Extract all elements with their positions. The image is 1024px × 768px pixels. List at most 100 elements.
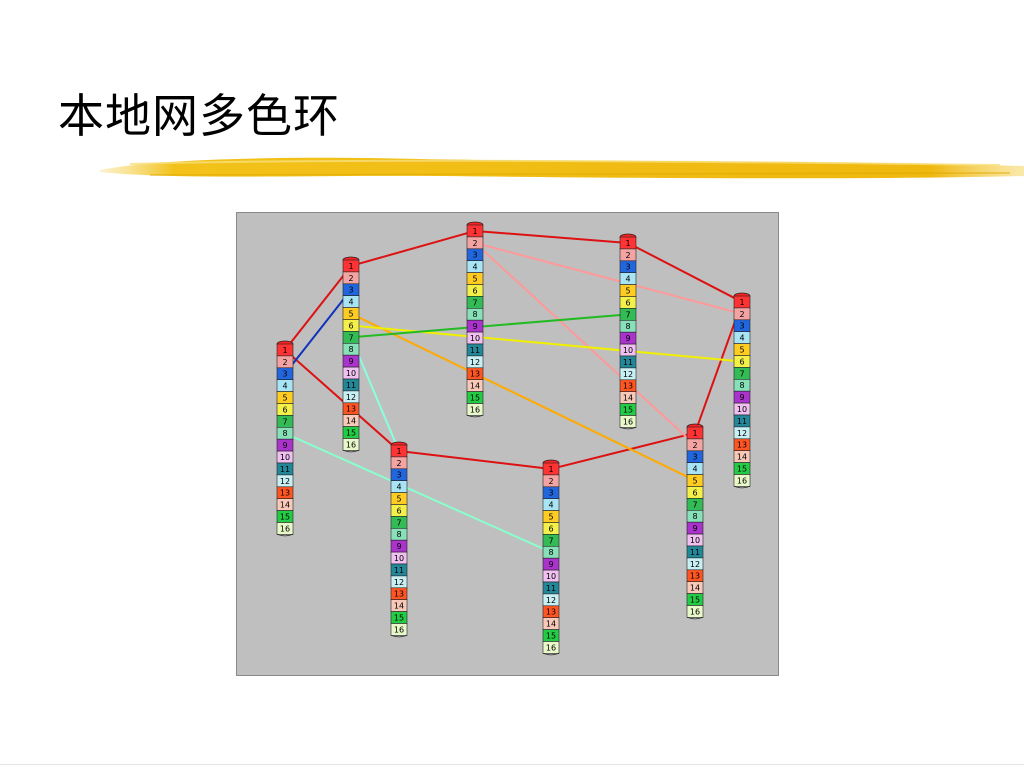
ring-d-4: 4 <box>619 272 637 287</box>
ring-d-7: 7 <box>619 308 637 323</box>
ring-label: 2 <box>548 477 553 486</box>
ring-b-1: 1 <box>342 259 360 274</box>
ring-label: 10 <box>394 554 404 563</box>
yellow-brush-underline <box>100 157 1024 179</box>
ring-e-5: 5 <box>733 343 751 358</box>
ring-h-4: 4 <box>390 480 408 495</box>
ring-label: 8 <box>472 310 477 319</box>
ring-a-3: 3 <box>276 367 294 382</box>
ring-c-11: 11 <box>466 343 484 358</box>
ring-label: 4 <box>548 501 553 510</box>
ring-body <box>542 641 560 654</box>
ring-h-11: 11 <box>390 563 408 578</box>
ring-d-8: 8 <box>619 320 637 334</box>
ring-label: 5 <box>282 394 287 403</box>
ring-label: 6 <box>692 488 697 497</box>
ring-link-c-e-9 <box>474 241 743 315</box>
ring-label: 13 <box>623 382 633 391</box>
ring-label: 3 <box>548 489 553 498</box>
ring-label: 12 <box>737 429 747 438</box>
slide-title: 本地网多色环 <box>58 89 340 143</box>
ring-f-13: 13 <box>686 569 704 584</box>
ring-d-12: 12 <box>619 367 637 382</box>
ring-label: 9 <box>739 393 744 402</box>
ring-label: 3 <box>472 251 477 260</box>
ring-d-9: 9 <box>619 331 637 346</box>
ring-body <box>342 438 360 451</box>
ring-label: 16 <box>280 524 290 533</box>
ring-c-2: 2 <box>466 236 484 251</box>
ring-e-9: 9 <box>733 390 751 405</box>
ring-h-1: 1 <box>390 444 408 459</box>
ring-d-11: 11 <box>619 355 637 370</box>
ring-e-10: 10 <box>733 402 751 417</box>
ring-label: 12 <box>394 578 404 587</box>
ring-e-2: 2 <box>733 307 751 322</box>
ring-g-5: 5 <box>542 510 560 525</box>
ring-label: 1 <box>396 447 401 456</box>
ring-label: 1 <box>348 262 353 271</box>
ring-e-13: 13 <box>733 438 751 453</box>
ring-label: 7 <box>282 417 287 426</box>
ring-label: 10 <box>690 536 700 545</box>
ring-link-b-d-14 <box>350 313 629 339</box>
ring-b-15: 15 <box>342 426 360 441</box>
ring-g-12: 12 <box>542 593 560 608</box>
ring-link-h-a-8 <box>284 349 400 452</box>
ring-label: 1 <box>548 465 553 474</box>
ring-label: 2 <box>396 459 401 468</box>
ring-b-5: 5 <box>342 307 360 322</box>
ring-d-13: 13 <box>619 379 637 394</box>
ring-label: 9 <box>548 560 553 569</box>
ring-label: 2 <box>625 251 630 260</box>
ring-f-6: 6 <box>686 486 704 501</box>
ring-label: 13 <box>470 370 480 379</box>
ring-a-12: 12 <box>276 474 294 489</box>
ring-g-13: 13 <box>542 605 560 620</box>
ring-label: 3 <box>692 453 697 462</box>
ring-h-6: 6 <box>390 504 408 519</box>
ring-d-10: 10 <box>619 343 637 358</box>
ring-label: 8 <box>692 512 697 521</box>
ring-label: 16 <box>690 607 700 616</box>
ring-a-11: 11 <box>276 462 294 477</box>
ring-label: 3 <box>739 322 744 331</box>
ring-g-11: 11 <box>542 581 560 596</box>
ring-b-7: 7 <box>342 331 360 346</box>
ring-label: 13 <box>346 405 356 414</box>
ring-g-4: 4 <box>542 498 560 513</box>
ring-label: 7 <box>396 518 401 527</box>
ring-d-3: 3 <box>619 260 637 275</box>
ring-a-16: 16 <box>276 522 294 537</box>
ring-label: 7 <box>548 536 553 545</box>
ring-e-1: 1 <box>733 295 751 310</box>
ring-label: 13 <box>690 572 700 581</box>
ring-label: 11 <box>546 584 556 593</box>
ring-a-13: 13 <box>276 486 294 501</box>
ring-g-2: 2 <box>542 474 560 489</box>
ring-edge <box>342 450 360 453</box>
ring-c-12: 12 <box>466 355 484 370</box>
ring-g-6: 6 <box>542 522 560 537</box>
ring-h-14: 14 <box>390 599 408 614</box>
ring-label: 12 <box>346 393 356 402</box>
ring-label: 5 <box>548 513 553 522</box>
ring-label: 15 <box>546 632 556 641</box>
ring-label: 12 <box>623 370 633 379</box>
ring-g-1: 1 <box>542 462 560 477</box>
ring-label: 10 <box>623 346 633 355</box>
ring-label: 7 <box>692 500 697 509</box>
ring-c-4: 4 <box>466 260 484 275</box>
ring-a-7: 7 <box>276 415 294 430</box>
ring-label: 11 <box>280 465 290 474</box>
ring-e-7: 7 <box>733 367 751 382</box>
ring-d-2: 2 <box>619 248 637 263</box>
ring-label: 2 <box>472 239 477 248</box>
ring-b-11: 11 <box>342 378 360 393</box>
ring-label: 15 <box>346 429 356 438</box>
ring-label: 9 <box>472 322 477 331</box>
ring-a-2: 2 <box>276 355 294 370</box>
